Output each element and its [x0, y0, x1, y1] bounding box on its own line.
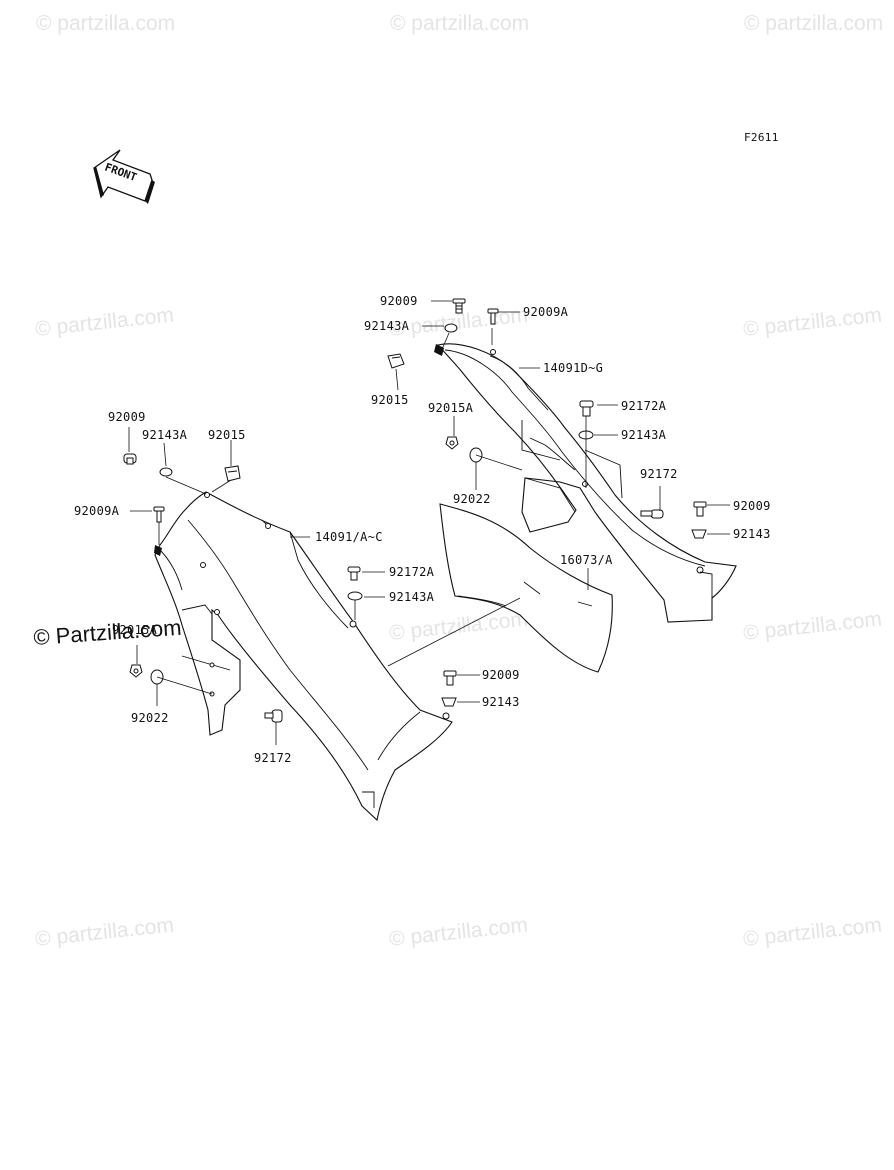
watermark-6: © partzilla.com — [742, 304, 883, 341]
label-92015: 92015 — [371, 393, 409, 407]
bolt-92009-center-icon — [443, 670, 457, 686]
label-92143a: 92143A — [364, 319, 410, 333]
label-92143a-left-b: 92143A — [389, 590, 435, 604]
washer-92143a-top-icon — [444, 323, 458, 333]
label-92022-left: 92022 — [131, 711, 169, 725]
nut-92015a-top-icon — [445, 436, 459, 450]
bolt-92172-left-icon — [264, 709, 283, 723]
label-92172-left: 92172 — [254, 751, 292, 765]
bolt-92009-top-icon — [452, 298, 466, 314]
bolt-92009-right-icon — [693, 501, 707, 517]
side-cover-14091-a-c — [154, 491, 453, 822]
nut-92015a-left-icon — [129, 664, 143, 678]
label-92009a: 92009A — [523, 305, 569, 319]
label-92009a-left: 92009A — [74, 504, 120, 518]
bolt-92172-top-icon — [640, 509, 664, 519]
label-14091-a-c: 14091/A~C — [315, 530, 383, 544]
watermark-7: © partzilla.com — [388, 608, 529, 645]
label-92172: 92172 — [640, 467, 678, 481]
label-92009-center: 92009 — [482, 668, 520, 682]
watermark-3: © partzilla.com — [744, 12, 883, 35]
center-hardware: 92009 92143 — [441, 668, 520, 709]
label-92143a-left: 92143A — [142, 428, 188, 442]
label-92009: 92009 — [380, 294, 418, 308]
label-14091d-g: 14091D~G — [543, 361, 603, 375]
label-92015a-left: 92015A — [112, 623, 158, 637]
bolt-92009a-top-icon — [487, 308, 499, 325]
watermark-10: © partzilla.com — [388, 914, 529, 951]
left-side-cover-assembly: 92009 92143A 92015 92009A 14091/A~C 9217… — [74, 410, 521, 822]
washer-92143a-left-icon — [159, 467, 173, 477]
bolt-92172a-top-icon — [579, 400, 594, 417]
label-92015a: 92015A — [428, 401, 474, 415]
overlay-watermark: © Partzilla.com — [33, 615, 183, 650]
watermarks: © partzilla.com © partzilla.com © partzi… — [34, 12, 883, 951]
label-92143: 92143 — [733, 527, 771, 541]
clip-92015-top-icon — [387, 353, 405, 369]
front-arrow-icon: FRONT — [93, 149, 155, 204]
clip-92015-left-icon — [224, 465, 241, 482]
label-92172a: 92172A — [621, 399, 667, 413]
label-92022: 92022 — [453, 492, 491, 506]
label-92009-right: 92009 — [733, 499, 771, 513]
watermark-11: © partzilla.com — [742, 914, 883, 951]
label-92143a-mid: 92143A — [621, 428, 667, 442]
grommet-92143-right-icon — [691, 529, 707, 539]
watermark-1: © partzilla.com — [36, 12, 175, 35]
watermark-9: © partzilla.com — [34, 914, 175, 951]
label-16073-a: 16073/A — [560, 553, 613, 567]
label-92009-left: 92009 — [108, 410, 146, 424]
watermark-8: © partzilla.com — [742, 608, 883, 645]
watermark-4: © partzilla.com — [34, 304, 175, 341]
diagram-code: F2611 — [744, 131, 779, 144]
bolt-92009a-left-icon — [153, 506, 165, 523]
bolt-92172a-left-icon — [347, 566, 361, 581]
label-92172a-left: 92172A — [389, 565, 435, 579]
grommet-92143-center-icon — [441, 697, 457, 707]
washer-92143a-left-b-icon — [347, 591, 363, 601]
watermark-2: © partzilla.com — [390, 12, 529, 35]
label-92015-left: 92015 — [208, 428, 246, 442]
label-92143-center: 92143 — [482, 695, 520, 709]
right-side-cover-assembly: 92009 92009A 92143A 14091D~G 92015 92015… — [364, 294, 771, 673]
panel-16073-a — [439, 503, 613, 673]
bolt-92009-left-icon — [123, 453, 137, 465]
